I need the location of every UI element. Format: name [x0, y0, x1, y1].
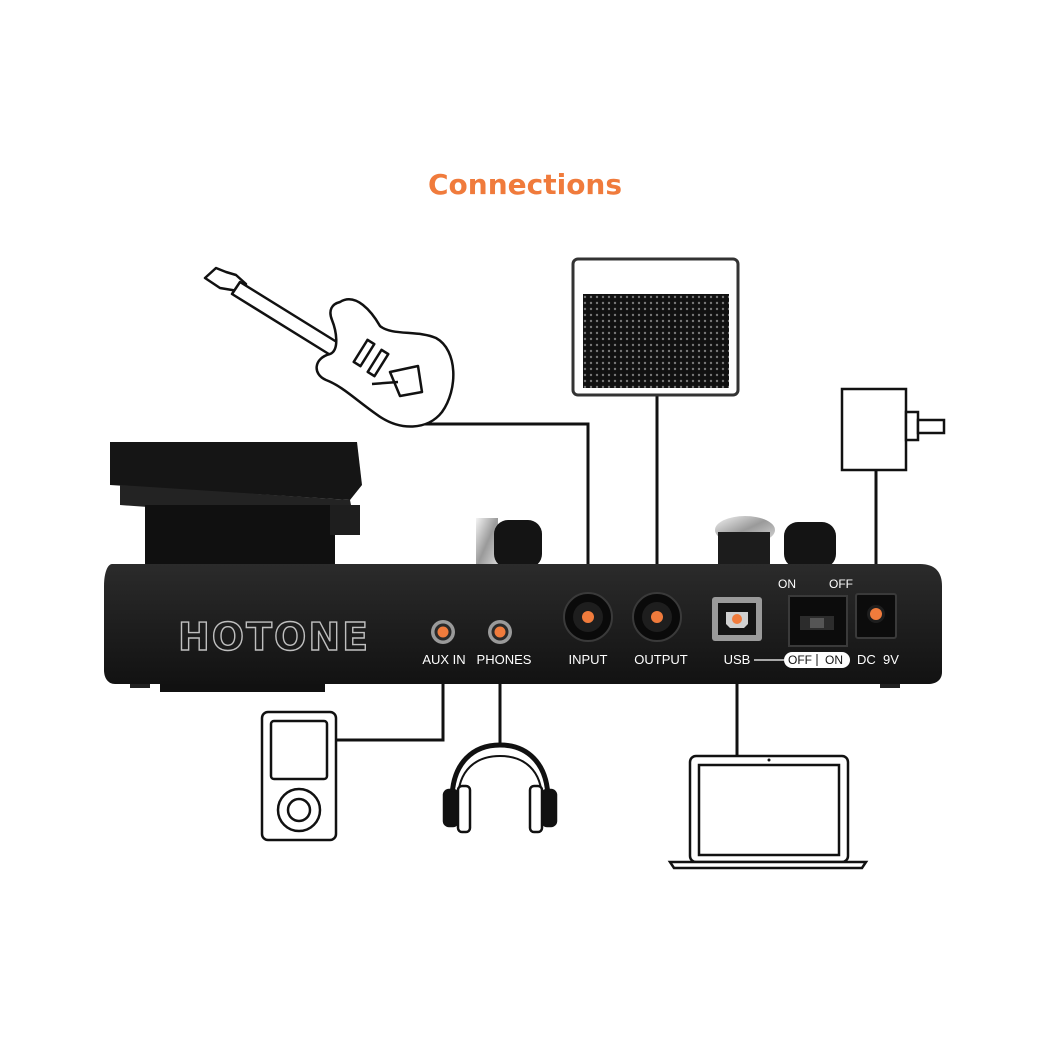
media-player-icon — [260, 710, 338, 842]
usb-switch-on-label: ON — [825, 653, 843, 667]
aux-in-label: AUX IN — [422, 652, 465, 667]
output-jack[interactable] — [632, 592, 682, 642]
amplifier-cabinet-icon — [571, 257, 740, 397]
power-adapter-icon — [840, 387, 946, 472]
output-label: OUTPUT — [634, 652, 688, 667]
headphones-icon — [442, 742, 558, 834]
brand-logo: HOTONE — [178, 615, 370, 659]
aux-in-jack[interactable] — [431, 620, 455, 644]
guitar-icon — [203, 266, 455, 428]
input-jack[interactable] — [563, 592, 613, 642]
input-label: INPUT — [569, 652, 608, 667]
diagram-title: Connections — [428, 168, 622, 201]
dc-power-jack[interactable] — [855, 593, 897, 639]
pedal-unit: HOTONE AUX IN PHONES INPUT OUTPUT — [104, 442, 942, 692]
power-switch-on-label: ON — [778, 577, 796, 591]
power-switch[interactable] — [788, 595, 848, 647]
guitar-to-input-line — [415, 422, 590, 612]
usb-label: USB — [724, 652, 751, 667]
power-switch-off-label: OFF — [829, 577, 853, 591]
dc-label: DC 9V — [857, 652, 899, 667]
usb-port[interactable] — [712, 597, 762, 641]
usb-mode-switch[interactable]: OFF ON — [754, 652, 850, 668]
laptop-icon — [667, 754, 869, 870]
phones-label: PHONES — [477, 652, 532, 667]
phones-jack[interactable] — [488, 620, 512, 644]
usb-switch-off-label: OFF — [788, 653, 812, 667]
